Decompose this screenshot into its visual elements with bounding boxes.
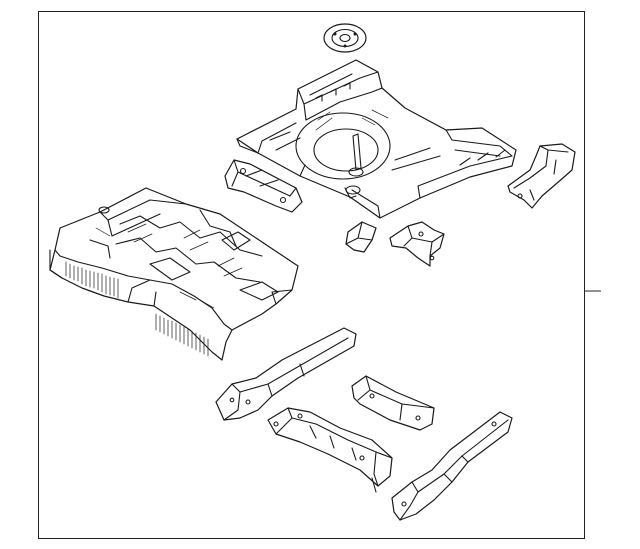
diagram-frame xyxy=(38,11,585,539)
floor-grommet xyxy=(323,23,367,53)
rear-floor-pan xyxy=(236,59,517,219)
front-floor-pan xyxy=(49,187,299,361)
front-side-member-left xyxy=(215,327,357,421)
mounting-bracket xyxy=(389,221,445,267)
rear-side-member-right xyxy=(391,411,513,521)
seat-crossmember-reinforcement xyxy=(351,375,435,431)
rear-floor-bracket xyxy=(224,159,303,213)
small-reinforcement-plate xyxy=(345,221,377,253)
floor-crossmember xyxy=(267,407,393,493)
side-bracket-right xyxy=(507,143,576,209)
